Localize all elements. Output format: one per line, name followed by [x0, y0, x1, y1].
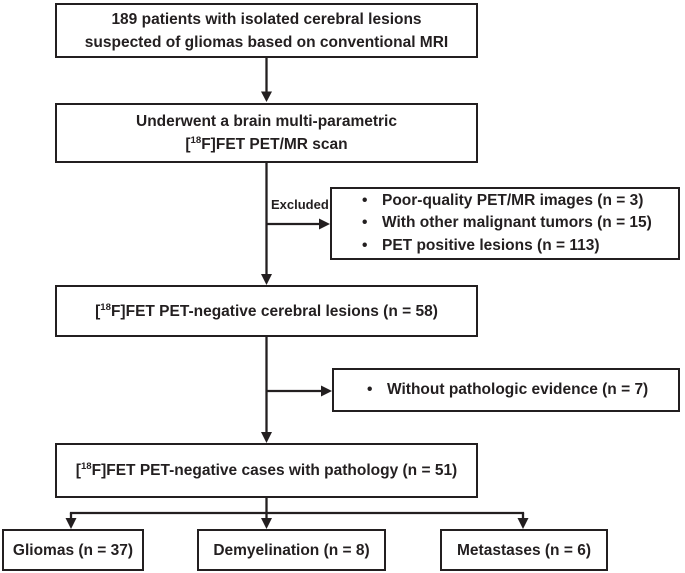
- excluded-item-text: Poor-quality PET/MR images (n = 3): [382, 191, 644, 209]
- excluded-item-text: With other malignant tumors (n = 15): [382, 214, 652, 232]
- box-patients: 189 patients with isolated cerebral lesi…: [55, 3, 478, 58]
- bullet-icon: •: [362, 191, 368, 209]
- box-scan-line2: [18F]FET PET/MR scan: [185, 133, 347, 156]
- without-pathology-item: • Without pathologic evidence (n = 7): [367, 379, 678, 402]
- box-patients-line1: 189 patients with isolated cerebral lesi…: [111, 10, 422, 28]
- isotope-superscript: 18: [100, 301, 111, 313]
- box-patients-line2: suspected of gliomas based on convention…: [84, 33, 449, 51]
- box-pet-negative-lesions-rest: F]FET PET-negative cerebral lesions (n =…: [110, 302, 438, 320]
- box-excluded: • Poor-quality PET/MR images (n = 3) • W…: [330, 187, 680, 260]
- box-metastases: Metastases (n = 6): [440, 529, 608, 571]
- arrowhead-into-demyelination: [261, 518, 272, 529]
- arrowhead-into-gliomas: [65, 518, 77, 529]
- bullet-icon: •: [367, 380, 373, 398]
- isotope-superscript: 18: [190, 134, 202, 146]
- without-pathology-item-text: Without pathologic evidence (n = 7): [387, 380, 649, 398]
- box-demyelination-text: Demyelination (n = 8): [213, 541, 370, 559]
- isotope-superscript: 18: [80, 460, 92, 472]
- isotope-bracket: [: [95, 302, 101, 320]
- isotope-bracket: [: [75, 462, 81, 479]
- excluded-item: • PET positive lesions (n = 113): [362, 235, 678, 258]
- box-pet-negative-lesions-text: [18F]FET PET-negative cerebral lesions (…: [95, 300, 438, 323]
- arrowhead-into-negative: [261, 274, 272, 285]
- box-scan: Underwent a brain multi-parametric [18F]…: [55, 103, 478, 163]
- box-metastases-text: Metastases (n = 6): [457, 541, 591, 559]
- excluded-item: • Poor-quality PET/MR images (n = 3): [362, 190, 678, 213]
- box-pet-negative-pathology: [18F]FET PET-negative cases with patholo…: [55, 443, 478, 498]
- excluded-label: Excluded: [271, 197, 329, 212]
- isotope-bracket: [: [185, 136, 191, 153]
- box-pet-negative-pathology-text: [18F]FET PET-negative cases with patholo…: [76, 459, 457, 482]
- arrowhead-into-scan: [261, 91, 272, 102]
- bullet-icon: •: [362, 214, 368, 232]
- box-gliomas-text: Gliomas (n = 37): [12, 541, 134, 559]
- box-without-pathology: • Without pathologic evidence (n = 7): [332, 368, 680, 412]
- bullet-icon: •: [362, 236, 368, 254]
- arrowhead-into-metastases: [517, 518, 529, 529]
- box-pet-negative-lesions: [18F]FET PET-negative cerebral lesions (…: [55, 285, 478, 337]
- excluded-item-text: PET positive lesions (n = 113): [382, 236, 600, 254]
- box-pet-negative-pathology-rest: F]FET PET-negative cases with pathology …: [91, 462, 458, 479]
- box-scan-line1: Underwent a brain multi-parametric: [136, 113, 397, 130]
- arrowhead-into-excluded: [319, 218, 330, 230]
- arrowhead-into-pathology: [261, 432, 272, 443]
- box-gliomas: Gliomas (n = 37): [2, 529, 144, 571]
- excluded-item: • With other malignant tumors (n = 15): [362, 212, 678, 235]
- box-scan-line2-rest: F]FET PET/MR scan: [201, 136, 348, 153]
- arrowhead-into-without: [321, 385, 332, 397]
- box-demyelination: Demyelination (n = 8): [197, 529, 386, 571]
